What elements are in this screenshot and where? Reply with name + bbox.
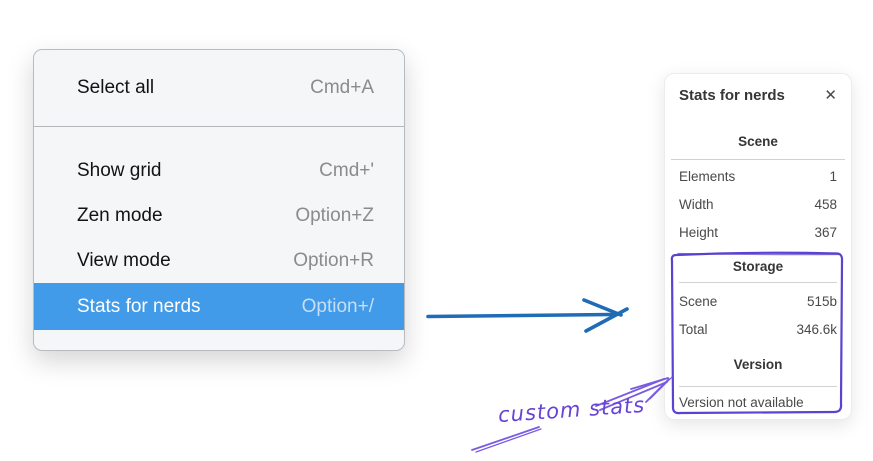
storage-section-heading: Storage	[732, 259, 784, 274]
menu-item-zen-mode[interactable]: Zen mode Option+Z	[34, 193, 404, 238]
close-icon[interactable]: ✕	[824, 86, 837, 104]
stats-panel-title: Stats for nerds	[679, 86, 785, 104]
stats-panel: Stats for nerds ✕ Scene Elements 1 Width…	[664, 73, 852, 420]
section-divider	[679, 386, 837, 387]
stats-panel-header: Stats for nerds ✕	[679, 84, 837, 106]
custom-stats-annotation: custom stats	[497, 392, 646, 428]
menu-item-shortcut: Cmd+A	[310, 77, 374, 98]
section-divider	[671, 159, 845, 160]
stat-value: 458	[814, 196, 837, 212]
stat-label: Total	[679, 321, 708, 337]
stat-row-total-size: Total 346.6k	[679, 315, 837, 343]
menu-item-label: Show grid	[77, 159, 162, 181]
stat-row-height: Height 367	[679, 218, 837, 246]
version-section-heading: Version	[733, 357, 783, 372]
stat-label: Elements	[679, 168, 736, 184]
menu-item-label: View mode	[77, 249, 171, 271]
context-menu: Select all Cmd+A Show grid Cmd+' Zen mod…	[33, 49, 405, 351]
menu-item-show-grid[interactable]: Show grid Cmd+'	[34, 148, 404, 193]
version-note: Version not available	[679, 394, 804, 410]
stat-row-elements: Elements 1	[679, 162, 837, 190]
stat-value: 367	[814, 224, 837, 240]
menu-item-select-all[interactable]: Select all Cmd+A	[34, 63, 404, 113]
menu-item-label: Zen mode	[77, 204, 163, 226]
scene-section-heading: Scene	[738, 134, 778, 149]
stat-value: 515b	[806, 293, 837, 309]
stat-label: Width	[679, 196, 714, 212]
menu-item-view-mode[interactable]: View mode Option+R	[34, 238, 404, 283]
flow-arrow	[426, 298, 629, 333]
menu-section: Show grid Cmd+' Zen mode Option+Z View m…	[34, 148, 404, 330]
stat-row-width: Width 458	[679, 190, 837, 218]
stat-value: 1	[829, 168, 837, 184]
menu-item-shortcut: Cmd+'	[319, 159, 374, 181]
menu-item-shortcut: Option+/	[301, 295, 374, 317]
section-divider	[679, 282, 837, 283]
menu-item-label: Stats for nerds	[77, 295, 201, 317]
stat-row-scene-size: Scene 515b	[679, 287, 837, 315]
stat-label: Height	[679, 224, 719, 240]
menu-item-shortcut: Option+Z	[295, 204, 374, 226]
stat-label: Scene	[679, 293, 718, 309]
menu-divider	[34, 126, 404, 127]
stat-value: 346.6k	[796, 321, 837, 337]
menu-item-label: Select all	[77, 77, 155, 98]
annotation-underline	[471, 426, 542, 453]
menu-item-shortcut: Option+R	[293, 249, 374, 271]
menu-item-stats-for-nerds[interactable]: Stats for nerds Option+/	[34, 283, 404, 330]
